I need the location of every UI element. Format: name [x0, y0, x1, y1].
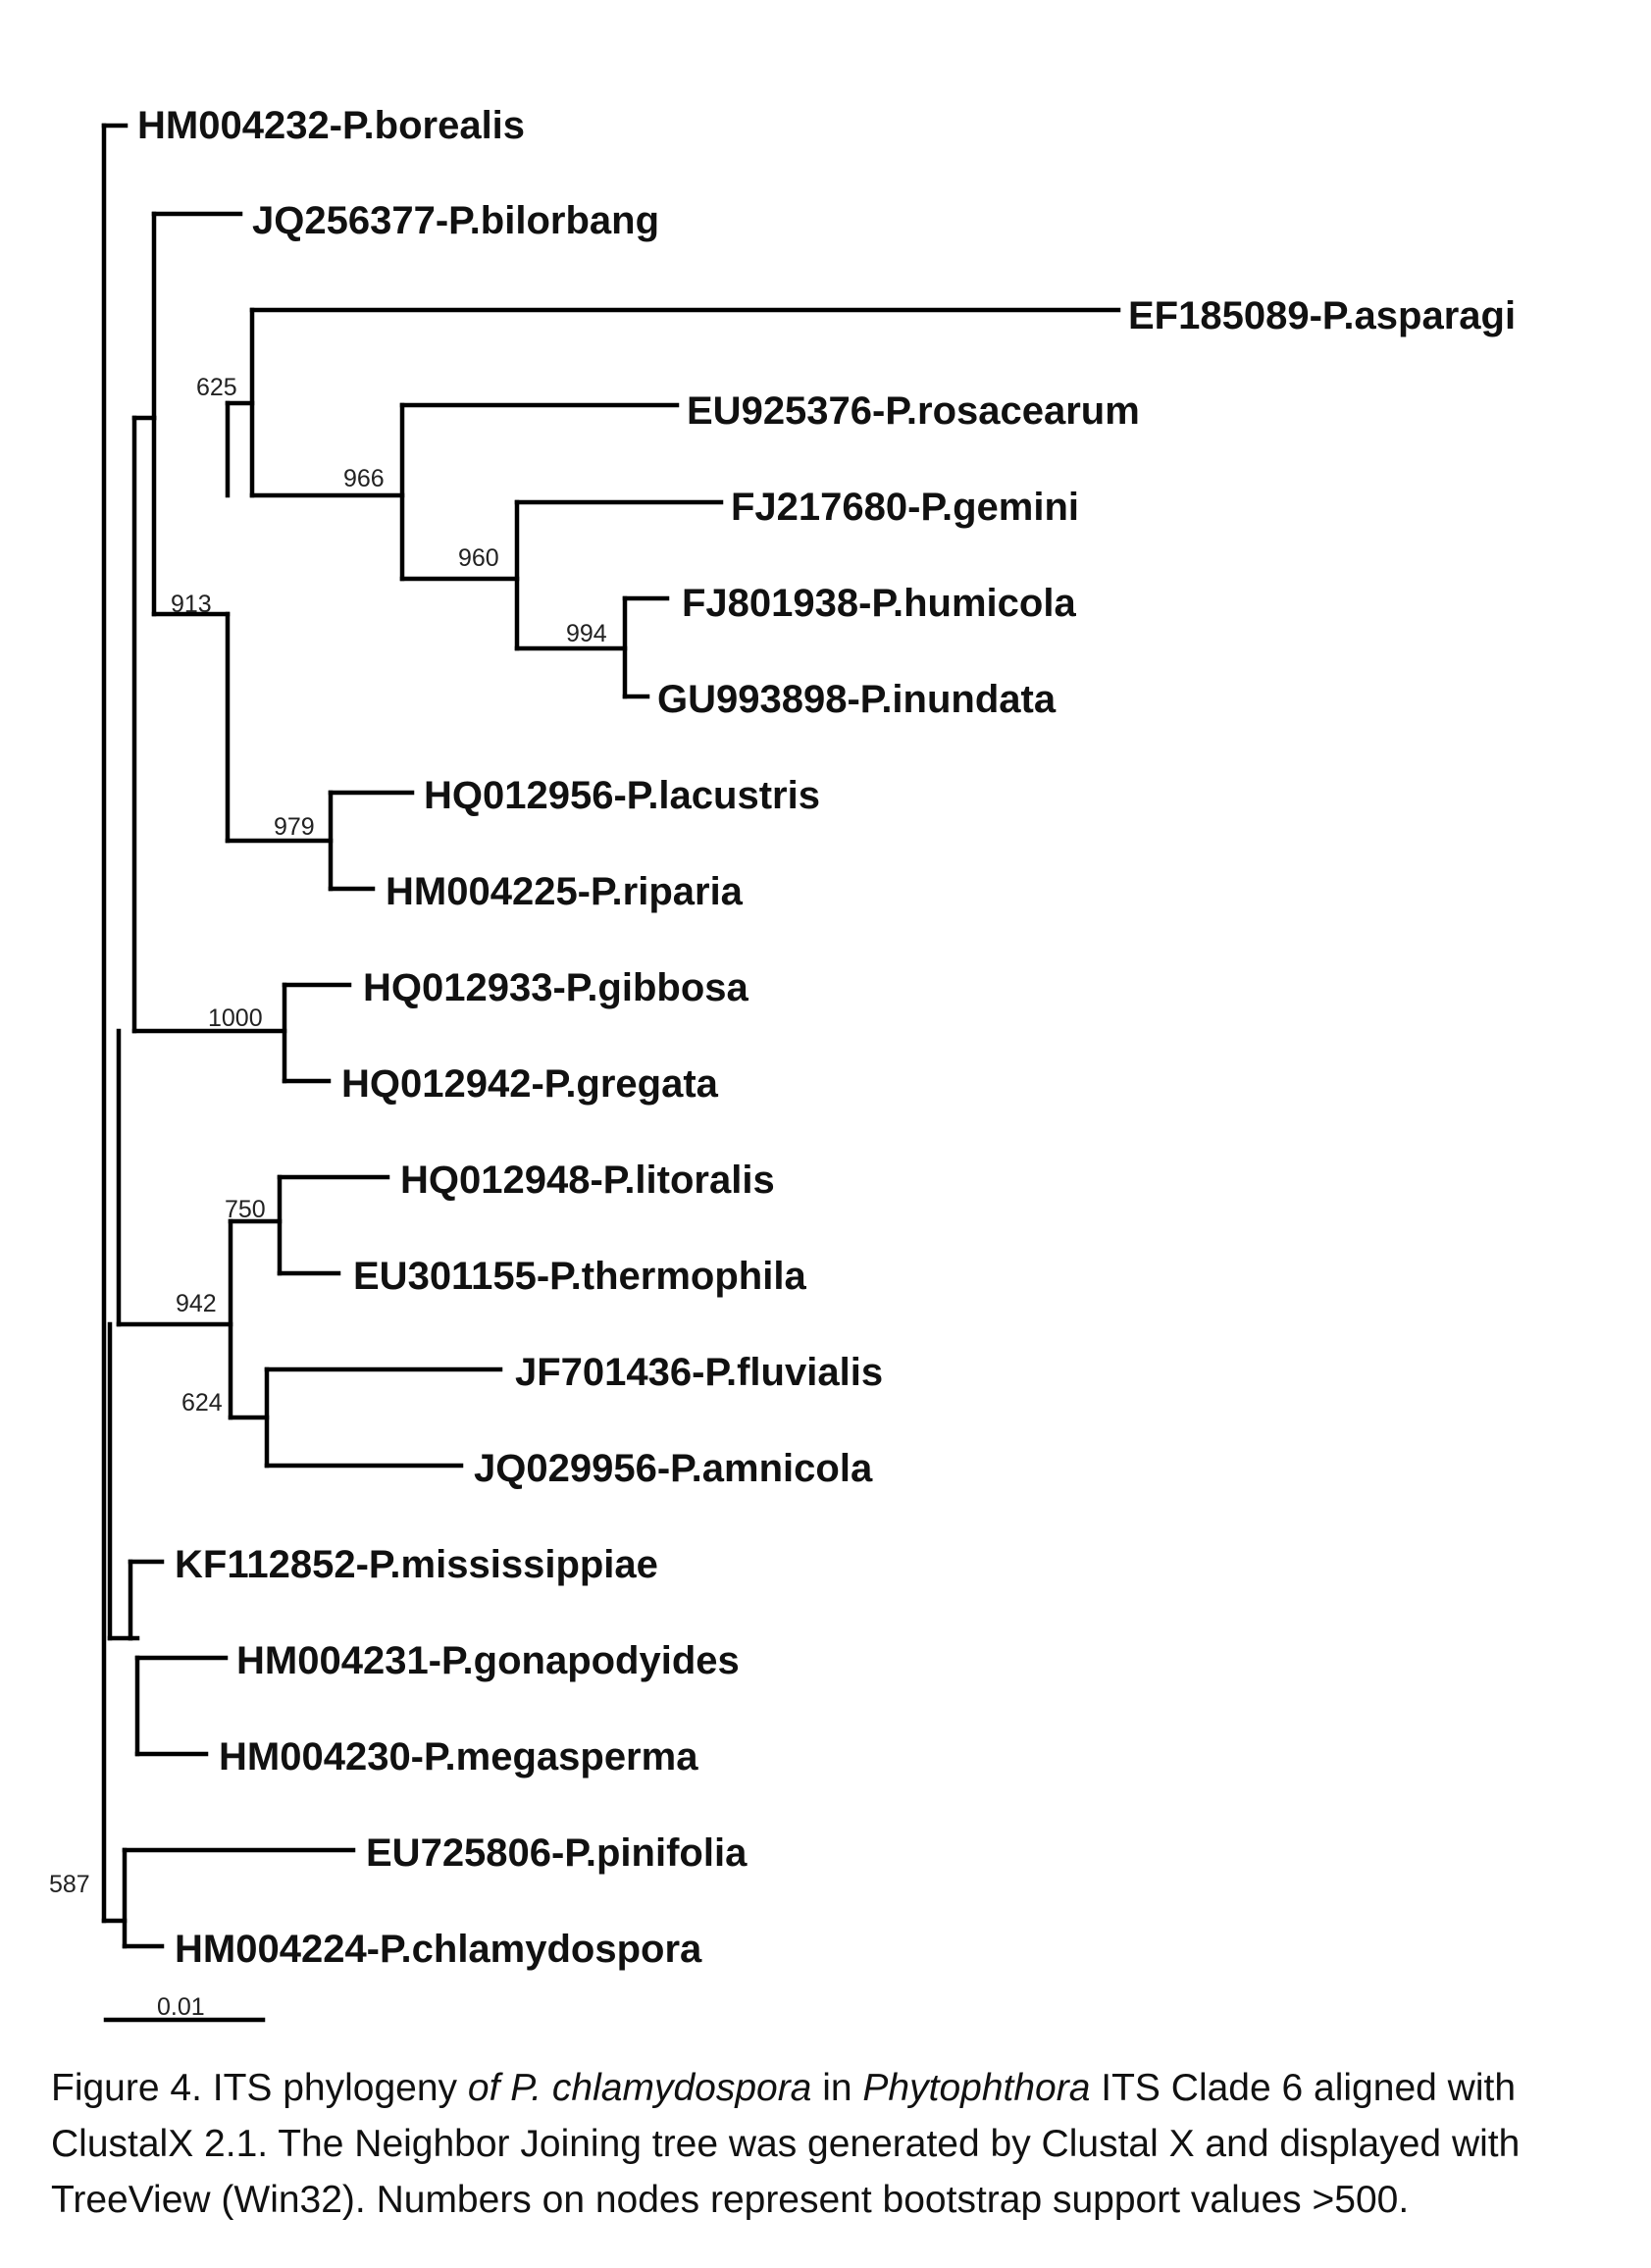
taxon-label: HM004231-P.gonapodyides [236, 1639, 740, 1682]
figure-caption: Figure 4. ITS phylogeny of P. chlamydosp… [51, 2060, 1581, 2228]
taxon-label: HQ012948-P.litoralis [400, 1159, 775, 1202]
phylogenetic-tree: HM004232-P.borealis JQ256377-P.bilorbang… [49, 104, 1516, 2023]
taxon-label: HQ012956-P.lacustris [424, 774, 820, 817]
bootstrap-value: 942 [176, 1290, 217, 1317]
taxon-label: EF185089-P.asparagi [1128, 294, 1516, 337]
taxon-label: JQ029956-P.amnicola [474, 1447, 873, 1490]
caption-text: in [811, 2067, 863, 2109]
bootstrap-value: 994 [566, 620, 607, 647]
taxon-label: HM004230-P.megasperma [219, 1735, 698, 1778]
tree-branches [101, 123, 1121, 1949]
bootstrap-value: 624 [181, 1389, 223, 1417]
taxon-label: FJ801938-P.humicola [682, 582, 1076, 625]
caption-species: of P. chlamydospora [467, 2067, 812, 2109]
bootstrap-value: 966 [343, 465, 385, 492]
bootstrap-value: 979 [274, 813, 315, 841]
taxon-label: JF701436-P.fluvialis [515, 1351, 883, 1394]
caption-genus: Phytophthora [862, 2067, 1091, 2109]
bootstrap-value: 960 [458, 544, 499, 572]
taxon-label: JQ256377-P.bilorbang [252, 199, 659, 242]
taxon-label: HM004224-P.chlamydospora [175, 1928, 702, 1971]
bootstrap-value: 913 [171, 591, 212, 618]
taxon-labels: HM004232-P.borealis JQ256377-P.bilorbang… [137, 104, 1516, 1971]
bootstrap-value: 1000 [208, 1005, 263, 1032]
taxon-label: EU925376-P.rosacearum [687, 389, 1140, 433]
bootstrap-value: 625 [196, 374, 237, 401]
taxon-label: HQ012933-P.gibbosa [363, 966, 749, 1009]
bootstrap-values: 625 966 960 994 913 979 1000 750 942 624… [49, 374, 607, 1898]
bootstrap-value: 750 [225, 1196, 266, 1223]
taxon-label: EU725806-P.pinifolia [366, 1831, 748, 1875]
caption-text: ITS Clade 6 aligned with ClustalX 2.1. T… [51, 2067, 1521, 2221]
taxon-label: GU993898-P.inundata [657, 678, 1057, 721]
taxon-label: HQ012942-P.gregata [341, 1062, 719, 1106]
caption-text: Figure 4. ITS phylogeny [51, 2067, 468, 2109]
taxon-label: EU301155-P.thermophila [353, 1255, 806, 1298]
taxon-label: FJ217680-P.gemini [731, 486, 1079, 529]
taxon-label: HM004225-P.riparia [386, 870, 744, 913]
taxon-label: KF112852-P.mississippiae [175, 1543, 658, 1586]
bootstrap-value: 587 [49, 1871, 90, 1898]
scale-bar-label: 0.01 [157, 1993, 205, 2021]
taxon-label: HM004232-P.borealis [137, 104, 525, 147]
scale-bar: 0.01 [103, 1993, 266, 2023]
